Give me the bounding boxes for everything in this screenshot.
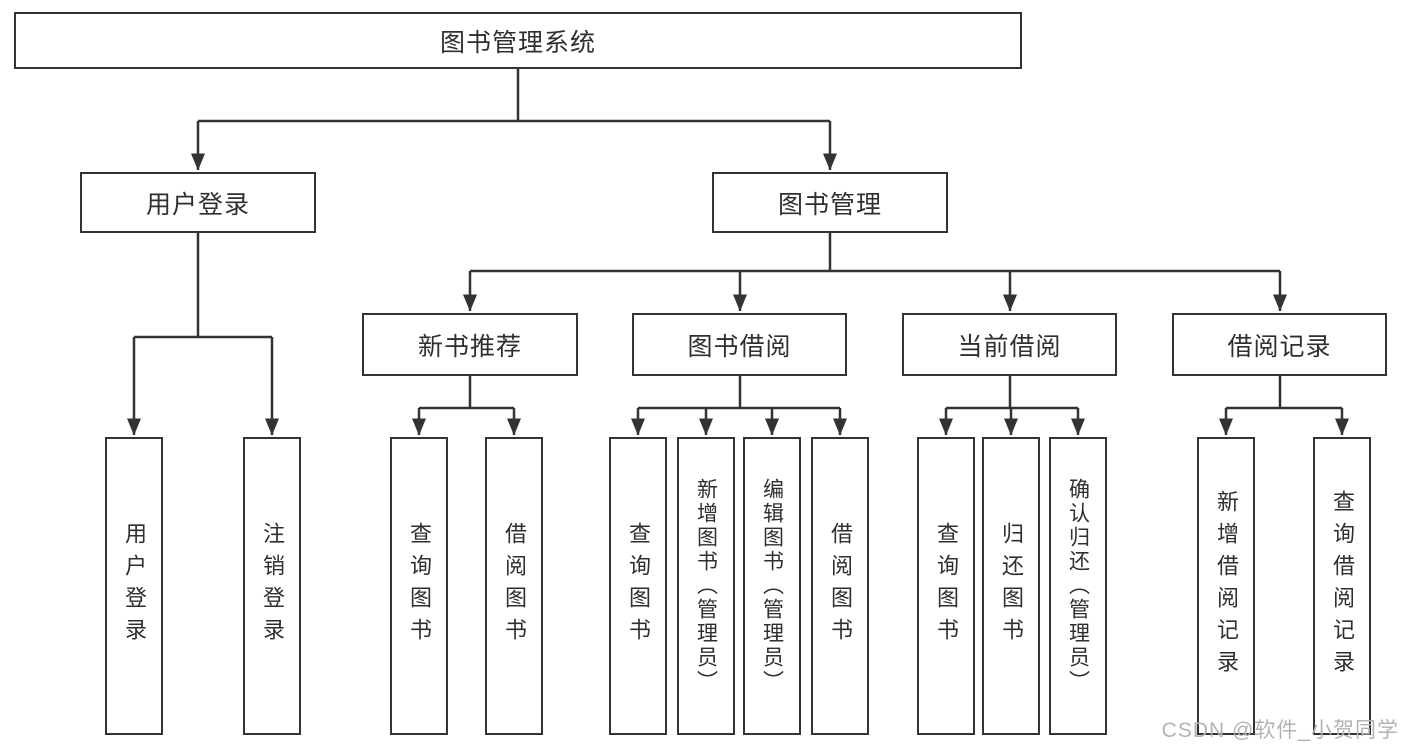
- leaf-query-books-borrow: 查询图书: [609, 437, 667, 735]
- leaf-add-borrow-record: 新增借阅记录: [1197, 437, 1255, 735]
- leaf-confirm-return-admin: 确认归还（管理员）: [1049, 437, 1107, 735]
- connector-book-borrow-children: [631, 376, 847, 436]
- connector-current-borrow-children: [939, 376, 1085, 436]
- node-book-management: 图书管理: [712, 172, 948, 233]
- connector-user-login-children: [127, 233, 279, 436]
- connector-book-management-children: [463, 233, 1287, 312]
- node-new-book-recommend: 新书推荐: [362, 313, 578, 376]
- leaf-logout: 注销登录: [243, 437, 301, 735]
- leaf-borrow-books-recommend: 借阅图书: [485, 437, 543, 735]
- watermark: CSDN @软件_小贺同学: [1161, 719, 1399, 742]
- leaf-user-login: 用户登录: [105, 437, 163, 735]
- leaf-query-borrow-record: 查询借阅记录: [1313, 437, 1371, 735]
- node-user-login: 用户登录: [80, 172, 316, 233]
- leaf-query-books-current: 查询图书: [917, 437, 975, 735]
- leaf-query-books-recommend: 查询图书: [390, 437, 448, 735]
- leaf-return-books: 归还图书: [982, 437, 1040, 735]
- leaf-edit-books-admin: 编辑图书（管理员）: [743, 437, 801, 735]
- node-library-management-system: 图书管理系统: [14, 12, 1022, 69]
- connector-root-to-level2: [191, 69, 837, 171]
- node-current-borrow: 当前借阅: [902, 313, 1117, 376]
- leaf-borrow-books: 借阅图书: [811, 437, 869, 735]
- node-book-borrow: 图书借阅: [632, 313, 847, 376]
- node-borrow-records: 借阅记录: [1172, 313, 1387, 376]
- connector-borrow-records-children: [1219, 376, 1349, 436]
- connector-new-book-recommend-children: [412, 376, 521, 436]
- leaf-add-books-admin: 新增图书（管理员）: [677, 437, 735, 735]
